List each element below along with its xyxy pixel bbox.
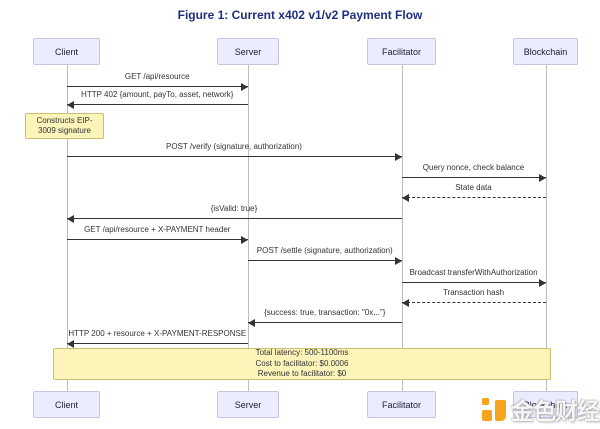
arrowhead-left-icon xyxy=(66,340,74,348)
watermark-text: 金色财经 xyxy=(511,398,600,424)
actor-blockchain-top: Blockchain xyxy=(513,38,578,65)
arrowhead-left-icon xyxy=(66,215,74,223)
actor-server-bottom: Server xyxy=(217,391,279,418)
message-arrow-line xyxy=(66,239,248,240)
arrowhead-right-icon xyxy=(394,153,402,161)
arrowhead-right-icon xyxy=(241,83,248,91)
message-arrow-line xyxy=(66,156,402,157)
arrowhead-right-icon xyxy=(241,236,248,244)
summary-note-line: Revenue to facilitator: $0 xyxy=(257,369,347,379)
message-arrow-line xyxy=(66,218,402,219)
message-label: POST /verify (signature, authorization) xyxy=(166,142,302,151)
message-label: GET /api/resource + X-PAYMENT header xyxy=(84,225,231,234)
message-arrow-line xyxy=(248,322,402,323)
message-arrow-line xyxy=(66,104,248,105)
message-label: HTTP 200 + resource + X-PAYMENT-RESPONSE xyxy=(68,329,247,338)
message-label: {isValid: true} xyxy=(210,204,258,213)
message-arrow-line xyxy=(66,86,248,87)
arrowhead-left-icon xyxy=(248,319,255,327)
arrowhead-right-icon xyxy=(538,174,546,182)
lifeline-blockchain xyxy=(545,65,547,391)
watermark: 金色财经 xyxy=(481,392,600,426)
actor-blockchain-bottom: Blockchain xyxy=(513,391,578,418)
figure-title: Figure 1: Current x402 v1/v2 Payment Flo… xyxy=(177,8,423,22)
message-arrow-line xyxy=(401,177,546,178)
message-label: HTTP 402 {amount, payTo, asset, network} xyxy=(81,90,234,99)
arrowhead-left-icon xyxy=(401,299,409,307)
summary-note-line: Cost to facilitator: $0.0006 xyxy=(255,358,349,368)
note-constructs-signature: Constructs EIP-3009 signature xyxy=(25,113,104,139)
summary-note-line: Total latency: 500-1100ms xyxy=(255,348,349,358)
arrowhead-right-icon xyxy=(394,257,402,265)
message-arrow-line xyxy=(66,343,248,344)
message-arrow-line xyxy=(401,302,546,303)
actor-facilitator-bottom: Facilitator xyxy=(367,391,436,418)
message-label: {success: true, transaction: "0x..."} xyxy=(264,308,386,317)
message-arrow-line xyxy=(248,260,402,261)
arrowhead-right-icon xyxy=(538,279,546,287)
arrowhead-left-icon xyxy=(66,101,74,109)
actor-facilitator-top: Facilitator xyxy=(367,38,436,65)
actor-server-top: Server xyxy=(217,38,279,65)
lifeline-client xyxy=(66,65,68,391)
arrowhead-left-icon xyxy=(401,194,409,202)
lifeline-facilitator xyxy=(401,65,403,391)
message-label: Query nonce, check balance xyxy=(422,163,525,172)
lifeline-server xyxy=(248,65,249,391)
actor-client-top: Client xyxy=(33,38,100,65)
jinse-finance-logo-icon xyxy=(481,396,508,423)
message-arrow-line xyxy=(401,282,546,283)
message-label: GET /api/resource xyxy=(124,72,190,81)
actor-client-bottom: Client xyxy=(33,391,100,418)
message-arrow-line xyxy=(401,197,546,198)
message-label: POST /settle (signature, authorization) xyxy=(256,246,393,255)
message-label: State data xyxy=(455,183,492,192)
message-label: Broadcast transferWithAuthorization xyxy=(409,268,538,277)
message-label: Transaction hash xyxy=(442,288,505,297)
